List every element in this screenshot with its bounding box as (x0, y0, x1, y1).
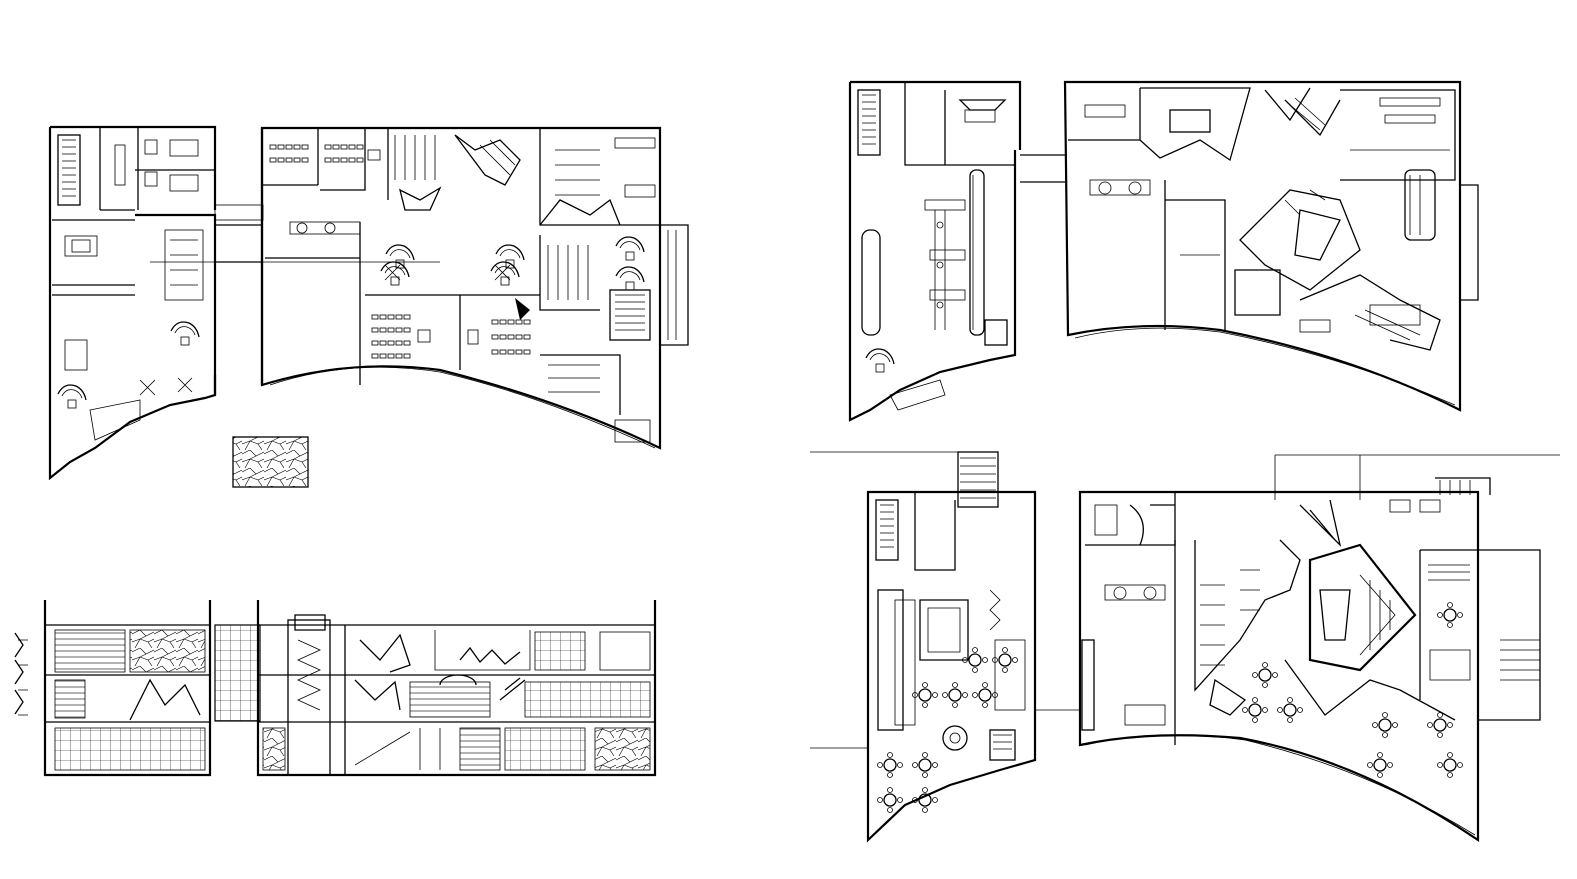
material-swatch (232, 436, 309, 488)
plan-upper-2 (810, 451, 1560, 843)
section (14, 600, 657, 777)
plan-upper-1 (848, 80, 1479, 422)
plan-ground (48, 125, 689, 481)
